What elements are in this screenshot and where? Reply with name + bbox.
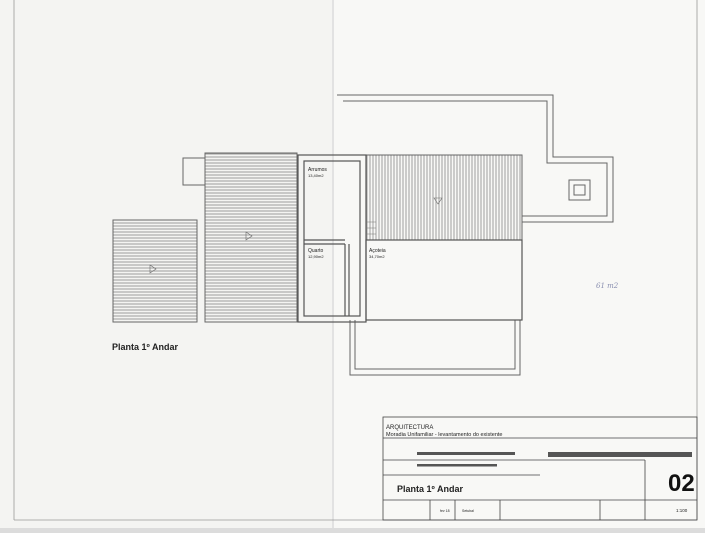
project-label: Moradia Unifamiliar - levantamento do ex… <box>386 432 503 438</box>
terrace-outline <box>182 94 614 376</box>
handwritten-note: 61 m2 <box>596 282 619 290</box>
right-page <box>333 0 705 528</box>
title-block-frame <box>382 416 698 521</box>
redacted-text <box>417 452 692 467</box>
roof-center <box>204 152 298 323</box>
room-walls <box>297 154 523 323</box>
roof-left <box>112 219 198 323</box>
scale-value: 1:100 <box>676 508 688 513</box>
sheet-title: Planta 1º Andar <box>397 484 463 494</box>
plan-title: Planta 1º Andar <box>112 342 178 352</box>
slope-arrows <box>149 197 443 274</box>
sheet-number: 02 <box>668 470 695 497</box>
discipline-label: ARQUITECTURA <box>386 425 434 431</box>
roof-right <box>365 154 523 241</box>
location-value: Setubal <box>462 509 474 513</box>
stairs <box>366 221 376 235</box>
date-value: fev 18 <box>440 509 450 513</box>
